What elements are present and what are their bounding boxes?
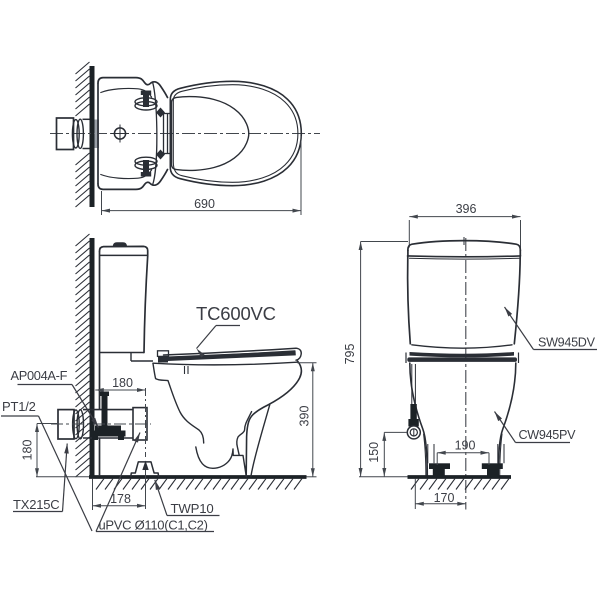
svg-text:CW945PV: CW945PV [519,428,577,442]
svg-text:150: 150 [367,442,381,463]
svg-text:180: 180 [21,440,35,461]
svg-text:170: 170 [434,491,455,505]
svg-text:396: 396 [456,202,477,216]
svg-text:180: 180 [112,376,133,390]
svg-text:190: 190 [455,438,476,452]
svg-text:uPVC Ø110(C1,C2): uPVC Ø110(C1,C2) [99,518,208,533]
svg-text:178: 178 [110,492,131,506]
svg-text:390: 390 [298,406,312,427]
svg-text:690: 690 [194,197,215,211]
svg-text:TC600VC: TC600VC [196,303,276,324]
svg-text:AP004A-F: AP004A-F [11,368,68,383]
svg-text:PT1/2: PT1/2 [2,399,36,414]
svg-text:TX215C: TX215C [13,497,60,512]
svg-text:TWP10: TWP10 [171,501,214,516]
svg-text:795: 795 [343,344,357,365]
svg-text:SW945DV: SW945DV [538,336,596,350]
